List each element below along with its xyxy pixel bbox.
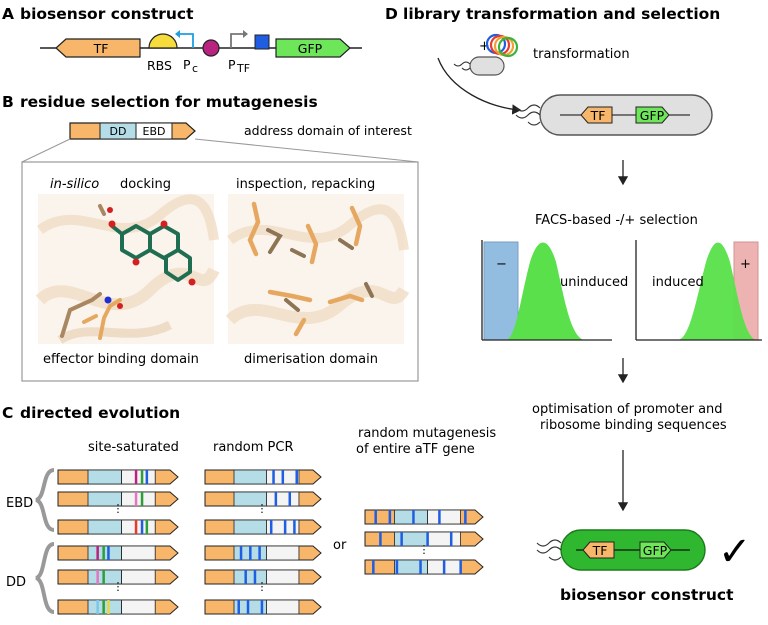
optimisation-line-2: ribosome binding sequences xyxy=(540,418,727,433)
induced-distribution xyxy=(678,242,756,340)
ebd-label: EBD xyxy=(143,125,166,138)
address-domain-text: address domain of interest xyxy=(244,123,412,138)
final-tf-gene xyxy=(582,541,615,559)
panel-b: B residue selection for mutagenesis DD E… xyxy=(2,93,419,382)
mutant-gene-library: ⋮ ⋮ ⋮ ⋮ ⋮ xyxy=(57,469,484,615)
ellipsis-dots: ⋮ xyxy=(419,543,430,556)
final-tf-label: TF xyxy=(592,543,608,558)
dimerisation-caption: dimerisation domain xyxy=(244,352,378,367)
dd-group-label: DD xyxy=(6,575,26,590)
ellipsis-dots: ⋮ xyxy=(113,580,124,593)
cell-gfp-label: GFP xyxy=(640,108,665,123)
site-saturated-heading: site-saturated xyxy=(88,440,179,455)
cell-gfp-gene xyxy=(635,106,670,124)
induced-label: induced xyxy=(652,275,704,290)
plasmid-plus: + xyxy=(479,39,490,54)
whole-gene-mutant xyxy=(364,559,484,575)
operator-circle-icon xyxy=(202,39,220,57)
transformation-arrow xyxy=(437,57,522,115)
pc-subscript: c xyxy=(192,62,198,75)
induced-histogram: + induced xyxy=(635,240,762,341)
transformation-label: transformation xyxy=(533,47,630,62)
site-saturated-ebd-gene xyxy=(57,491,179,507)
pc-promoter-icon xyxy=(180,33,194,48)
minus-gate-label: − xyxy=(496,257,507,272)
panel-d-title: library transformation and selection xyxy=(403,5,720,23)
dd-brace xyxy=(34,542,55,614)
cell-tf-label: TF xyxy=(590,108,606,123)
gfp-gene-arrow xyxy=(275,38,351,58)
whole-gene-mutant xyxy=(364,531,484,547)
optimisation-line-1: optimisation of promoter and xyxy=(532,402,723,417)
random-pcr-ebd-gene xyxy=(204,469,322,485)
panel-b-letter: B xyxy=(2,93,14,111)
repacking-heading: inspection, repacking xyxy=(236,177,375,192)
check-mark-icon: ✓ xyxy=(718,529,752,575)
site-saturated-ebd-gene xyxy=(57,519,179,535)
panel-c-title: directed evolution xyxy=(20,404,180,422)
ebd-domain xyxy=(135,122,173,140)
panel-d-letter: D xyxy=(385,5,398,23)
ebd-brace xyxy=(35,468,55,532)
panel-a-letter: A xyxy=(2,5,14,23)
panel-d: D library transformation and selection +… xyxy=(385,5,762,604)
ligand-molecule xyxy=(110,224,192,282)
ellipsis-dots: ⋮ xyxy=(257,502,268,515)
random-pcr-heading: random PCR xyxy=(213,440,294,455)
tf-gene-arrow xyxy=(55,38,141,58)
cell-tf-gene xyxy=(580,106,613,124)
site-saturated-dd-gene xyxy=(57,599,179,615)
ptf-promoter-icon xyxy=(230,33,243,48)
small-cell-icon xyxy=(469,56,505,76)
random-pcr-dd-gene xyxy=(204,599,322,615)
ellipsis-dots: ⋮ xyxy=(113,502,124,515)
final-gfp-label: GFP xyxy=(643,543,668,558)
random-mutagenesis-heading-2: of entire aTF gene xyxy=(356,442,475,457)
site-saturated-ebd-gene xyxy=(57,469,179,485)
final-gfp-gene xyxy=(639,541,672,559)
panel-a-title: biosensor construct xyxy=(20,5,194,23)
docking-heading: docking xyxy=(120,177,171,192)
rbs-icon xyxy=(148,33,178,49)
plasmid-icon-green xyxy=(497,36,519,58)
site-saturated-dd-gene xyxy=(57,569,179,585)
panel-a: A biosensor construct TF RBS P c P TF GF… xyxy=(2,5,362,75)
effector-binding-caption: effector binding domain xyxy=(43,352,199,367)
final-construct-label: biosensor construct xyxy=(560,586,734,604)
panel-c-letter: C xyxy=(2,404,13,422)
effector-binding-structure xyxy=(35,194,220,344)
ptf-subscript: TF xyxy=(236,62,250,75)
random-pcr-ebd-gene xyxy=(204,491,322,507)
random-pcr-ebd-gene xyxy=(204,519,322,535)
uninduced-histogram: − uninduced xyxy=(481,240,628,341)
gfp-gene-label: GFP xyxy=(298,41,323,56)
pc-label: P xyxy=(183,57,191,72)
tf-gene-label: TF xyxy=(93,41,109,56)
random-mutagenesis-heading-1: random mutagenesis xyxy=(358,426,496,441)
random-pcr-dd-gene xyxy=(204,545,322,561)
rbs-label: RBS xyxy=(147,58,172,73)
rbs-box-icon xyxy=(254,34,270,50)
panel-b-title: residue selection for mutagenesis xyxy=(20,93,318,111)
dimerisation-structure xyxy=(225,194,410,344)
docking-heading-italic: in-silico xyxy=(50,177,99,192)
or-label: or xyxy=(333,538,347,553)
uninduced-label: uninduced xyxy=(560,275,628,290)
random-pcr-dd-gene xyxy=(204,569,322,585)
panel-c: C directed evolution site-saturated rand… xyxy=(2,404,496,615)
ellipsis-dots: ⋮ xyxy=(257,580,268,593)
facs-label: FACS-based -/+ selection xyxy=(535,213,698,228)
dd-label: DD xyxy=(110,125,127,138)
negative-gate xyxy=(483,241,519,341)
ptf-label: P xyxy=(228,57,236,72)
ebd-group-label: EBD xyxy=(6,496,33,511)
plus-gate-label: + xyxy=(740,257,751,272)
whole-gene-mutant xyxy=(364,509,484,525)
uninduced-distribution xyxy=(506,242,584,340)
site-saturated-dd-gene xyxy=(57,545,179,561)
